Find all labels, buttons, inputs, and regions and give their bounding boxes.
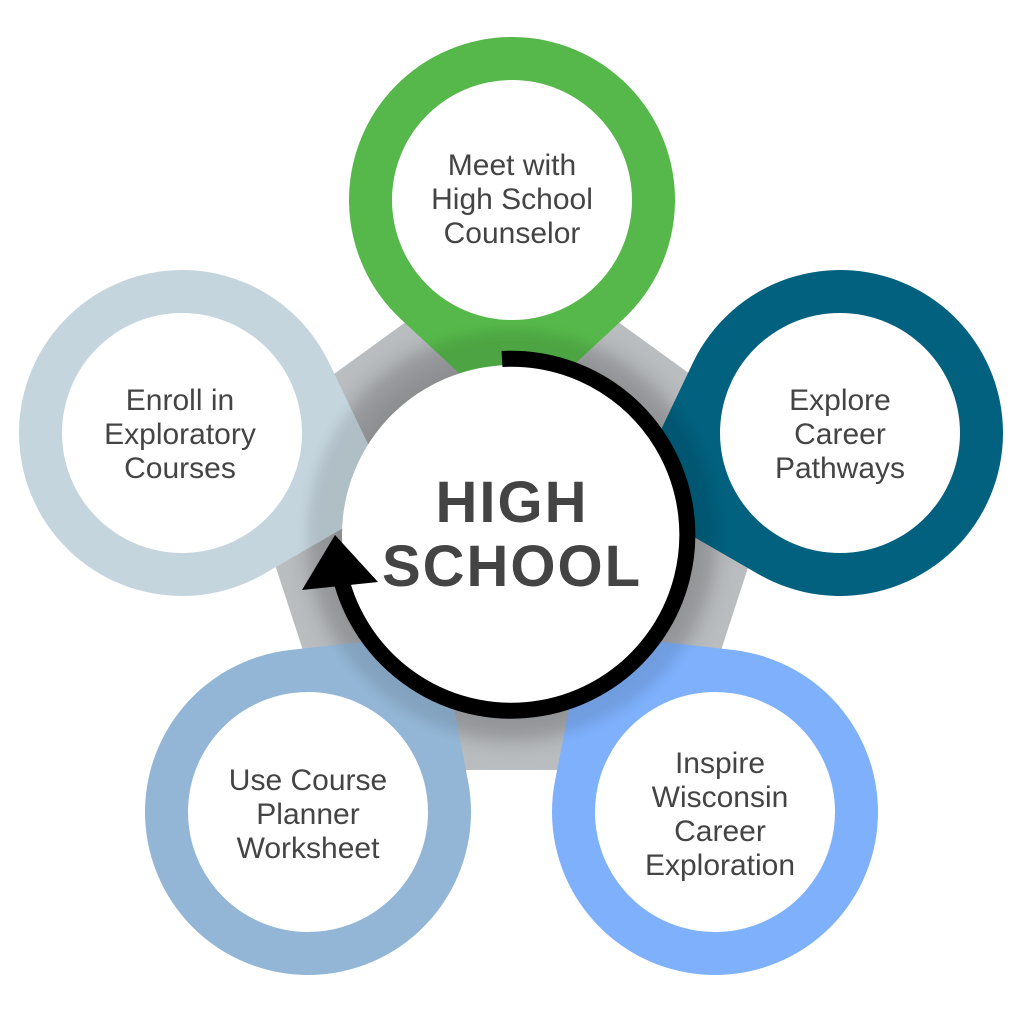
petal-course-planner-inner [188,692,428,932]
petal-career-pathways-inner [720,313,960,553]
petal-inspire-wisconsin-inner [595,692,835,932]
petal-label-counselor: Meet with High School Counselor [431,149,593,250]
center-title-line2: SCHOOL [381,534,643,599]
petal-group [19,36,1003,975]
petal-label-course-planner: Use Course Planner Worksheet [228,764,388,865]
arrowhead-icon [302,535,378,590]
petal-course-planner [145,633,471,975]
petal-label-career-pathways: Explore Career Pathways [774,384,906,485]
petal-inspire-wisconsin [552,632,878,975]
petal-career-pathways [628,270,1003,596]
center-circle [342,365,682,705]
petal-exploratory-courses [19,270,395,596]
cycle-arrow-icon [332,350,696,719]
petal-label-inspire-wisconsin: Inspire Wisconsin Career Exploration [644,747,796,882]
center-title: HIGH SCHOOL [362,471,662,599]
petal-exploratory-courses-inner [62,313,302,553]
petal-counselor-inner [392,80,632,320]
center-title-line1: HIGH [435,470,589,535]
petal-label-exploratory-courses: Enroll in Exploratory Courses [104,384,256,485]
petal-counselor [349,36,675,422]
